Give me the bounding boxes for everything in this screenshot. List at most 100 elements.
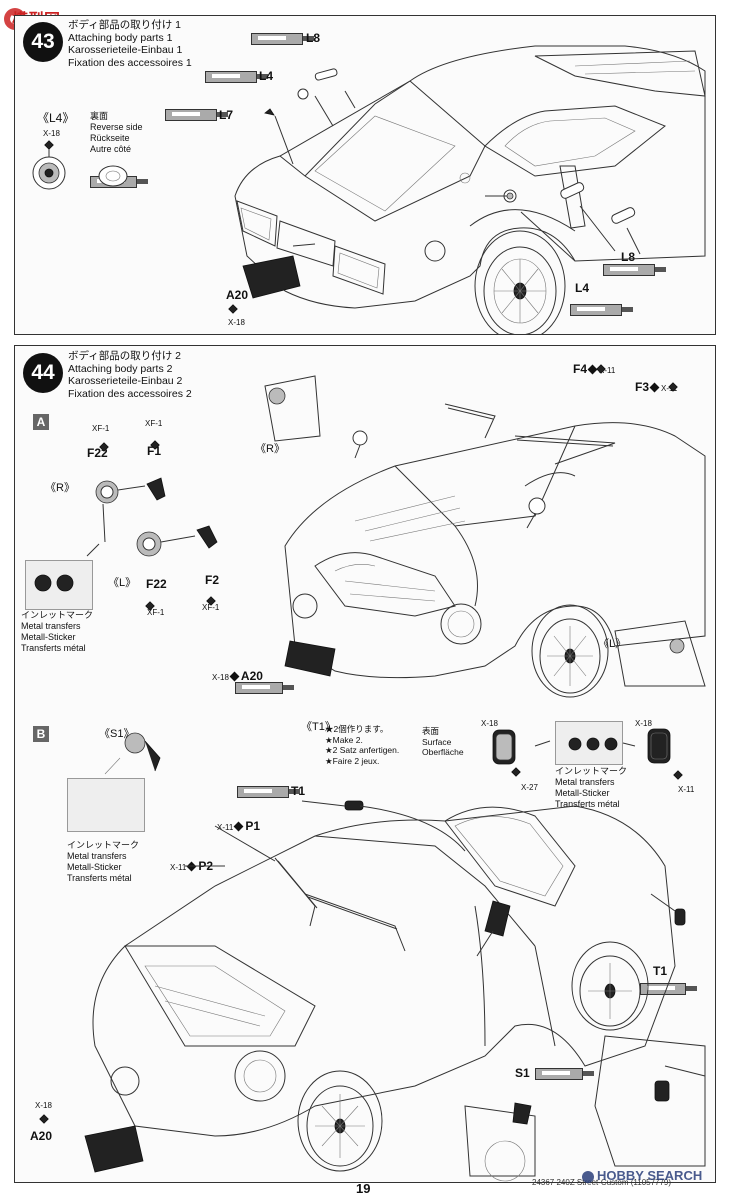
step-44-title-en: Attaching body parts 2 xyxy=(68,362,173,375)
a-f4-label: F4 xyxy=(573,362,588,376)
b-p2-paint: X-11 xyxy=(170,863,187,872)
a-f3-label: F3 xyxy=(635,380,650,394)
b-p1-paint: X-11 xyxy=(217,823,234,832)
cement-tube-icon xyxy=(235,682,294,694)
b-a20-x18: X-18 xyxy=(35,1101,52,1110)
b-x27: X-27 xyxy=(521,783,538,792)
part-l4-bottom: L4 xyxy=(575,281,590,295)
car-r-paren: 《R》 xyxy=(255,443,285,455)
hobby-search-text: HOBBY SEARCH xyxy=(597,1168,703,1183)
a-xf1-c: XF-1 xyxy=(147,608,165,617)
b-transfers-en: Metal transfers xyxy=(67,851,127,861)
step-43-car-illustration xyxy=(32,45,706,334)
b-p1: X-11 P1 xyxy=(217,819,260,833)
a-xf1-d: XF-1 xyxy=(202,603,220,612)
b-make2-jp: ★2個作ります。 xyxy=(325,724,389,734)
cement-tube-icon xyxy=(237,786,300,798)
part-l8-bottom: L8 xyxy=(621,250,636,264)
hobby-search-icon xyxy=(582,1170,594,1183)
a-f22-bottom: F22 xyxy=(146,577,167,591)
b-transfers2-en: Metal transfers xyxy=(555,777,615,787)
product-code: 24367 240Z Street-Custom (11057779) xyxy=(532,1178,672,1187)
l4-detail-label: 《L4》 xyxy=(37,111,75,125)
step-43-title-de: Karosserieteile-Einbau 1 xyxy=(68,44,183,56)
reverse-de: Rückseite xyxy=(90,133,130,143)
reverse-side-note: 裏面 Reverse side Rückseite Autre côté xyxy=(90,111,143,155)
b-surface-jp: 表面 xyxy=(422,726,440,736)
a-transfers-de: Metall-Sticker xyxy=(21,632,76,642)
b-a20: A20 xyxy=(30,1129,53,1143)
a-f4-paint: X-11 xyxy=(599,366,616,375)
b-x11-a: X-11 xyxy=(678,785,695,794)
b-t1-paren: 《T1》 xyxy=(301,721,336,733)
b-t1-right: T1 xyxy=(653,964,668,978)
step-44-title-fr: Fixation des accessoires 2 xyxy=(68,387,192,400)
a-xf1-a: XF-1 xyxy=(92,424,110,433)
step-44-number: 44 xyxy=(23,353,63,393)
a-f1: F1 xyxy=(147,444,162,458)
reverse-fr: Autre côté xyxy=(90,144,132,154)
cement-tube-icon xyxy=(603,264,666,276)
substep-b-badge: B xyxy=(33,726,49,742)
step-44-panel: 44 ボディ部品の取り付け 2 Attaching body parts 2 K… xyxy=(14,345,716,1183)
step-44-title-de: Karosserieteile-Einbau 2 xyxy=(68,375,183,387)
step-43-title-jp: ボディ部品の取り付け 1 xyxy=(68,19,182,31)
b-make-2-note: ★2個作ります。 ★Make 2. ★2 Satz anfertigen. ★F… xyxy=(325,724,399,766)
b-x18-b: X-18 xyxy=(635,719,652,728)
reverse-en: Reverse side xyxy=(90,122,143,132)
step-44-title: ボディ部品の取り付け 2 Attaching body parts 2 Karo… xyxy=(68,350,192,400)
step-43-title: ボディ部品の取り付け 1 Attaching body parts 1 Karo… xyxy=(68,19,192,69)
a-transfers-en: Metal transfers xyxy=(21,621,81,631)
step-43-panel: 43 ボディ部品の取り付け 1 Attaching body parts 1 K… xyxy=(14,15,716,335)
metal-transfer-sheet-b xyxy=(67,778,145,832)
cement-tube-icon xyxy=(535,1068,594,1080)
cement-tube-icon xyxy=(165,109,228,121)
a-f3: F3 X-11 xyxy=(635,380,677,394)
a-transfers-fr: Transferts métal xyxy=(21,643,86,653)
a-xf1-b: XF-1 xyxy=(145,419,163,428)
b-s1: S1 xyxy=(515,1066,530,1080)
b-t1-mid: T1 xyxy=(291,784,306,798)
a-a20-paint: X-18 xyxy=(212,673,229,682)
b-metal-transfers-note-2: インレットマーク Metal transfers Metall-Sticker … xyxy=(555,766,627,810)
b-metal-transfers-note: インレットマーク Metal transfers Metall-Sticker … xyxy=(67,840,139,884)
cement-tube-icon xyxy=(570,304,633,316)
b-surface-note: 表面 Surface Oberfläche xyxy=(422,726,464,758)
b-make2-de: ★2 Satz anfertigen. xyxy=(325,745,400,755)
cement-tube-icon xyxy=(640,983,697,995)
car-l-paren: 《L》 xyxy=(598,638,627,650)
hobby-search-watermark: HOBBY SEARCH xyxy=(582,1168,702,1183)
a-metal-transfers-note: インレットマーク Metal transfers Metall-Sticker … xyxy=(21,610,93,654)
b-surface-de: Oberfläche xyxy=(422,747,464,757)
b-p1-label: P1 xyxy=(245,819,260,833)
b-transfers2-fr: Transferts métal xyxy=(555,799,620,809)
reverse-jp: 裏面 xyxy=(90,111,109,121)
a-f2: F2 xyxy=(205,573,220,587)
cement-tube-icon xyxy=(251,33,314,45)
step-43-number: 43 xyxy=(23,22,63,62)
a-r-paren: 《R》 xyxy=(45,482,75,494)
b-transfers2-de: Metall-Sticker xyxy=(555,788,610,798)
step-44-car-illustration xyxy=(34,364,706,1182)
b-s1-paren: 《S1》 xyxy=(99,728,135,740)
b-make2-en: ★Make 2. xyxy=(325,734,363,745)
cement-tube-icon xyxy=(205,71,268,83)
page-number: 19 xyxy=(356,1181,371,1196)
a-transfers-jp: インレットマーク xyxy=(21,610,94,620)
a-f4: F4 X-11 xyxy=(573,362,615,376)
part-a20: A20 xyxy=(226,288,249,302)
step-44-title-jp: ボディ部品の取り付け 2 xyxy=(68,350,182,362)
part-l8-top: L8 xyxy=(306,31,321,45)
part-l4-top: L4 xyxy=(259,69,274,83)
b-transfers2-jp: インレットマーク xyxy=(555,766,628,776)
part-l7: L7 xyxy=(219,108,234,122)
b-surface-en: Surface xyxy=(422,736,452,747)
a-a20: X-18 A20 xyxy=(212,669,263,683)
a-f3-paint: X-11 xyxy=(661,384,678,393)
step-43-title-en: Attaching body parts 1 xyxy=(68,31,173,44)
b-x18-a: X-18 xyxy=(481,719,498,728)
a-l-paren: 《L》 xyxy=(108,577,137,589)
b-transfers-jp: インレットマーク xyxy=(67,840,140,850)
a-a20-label: A20 xyxy=(240,669,263,683)
part-a20-x18: X-18 xyxy=(228,318,245,327)
